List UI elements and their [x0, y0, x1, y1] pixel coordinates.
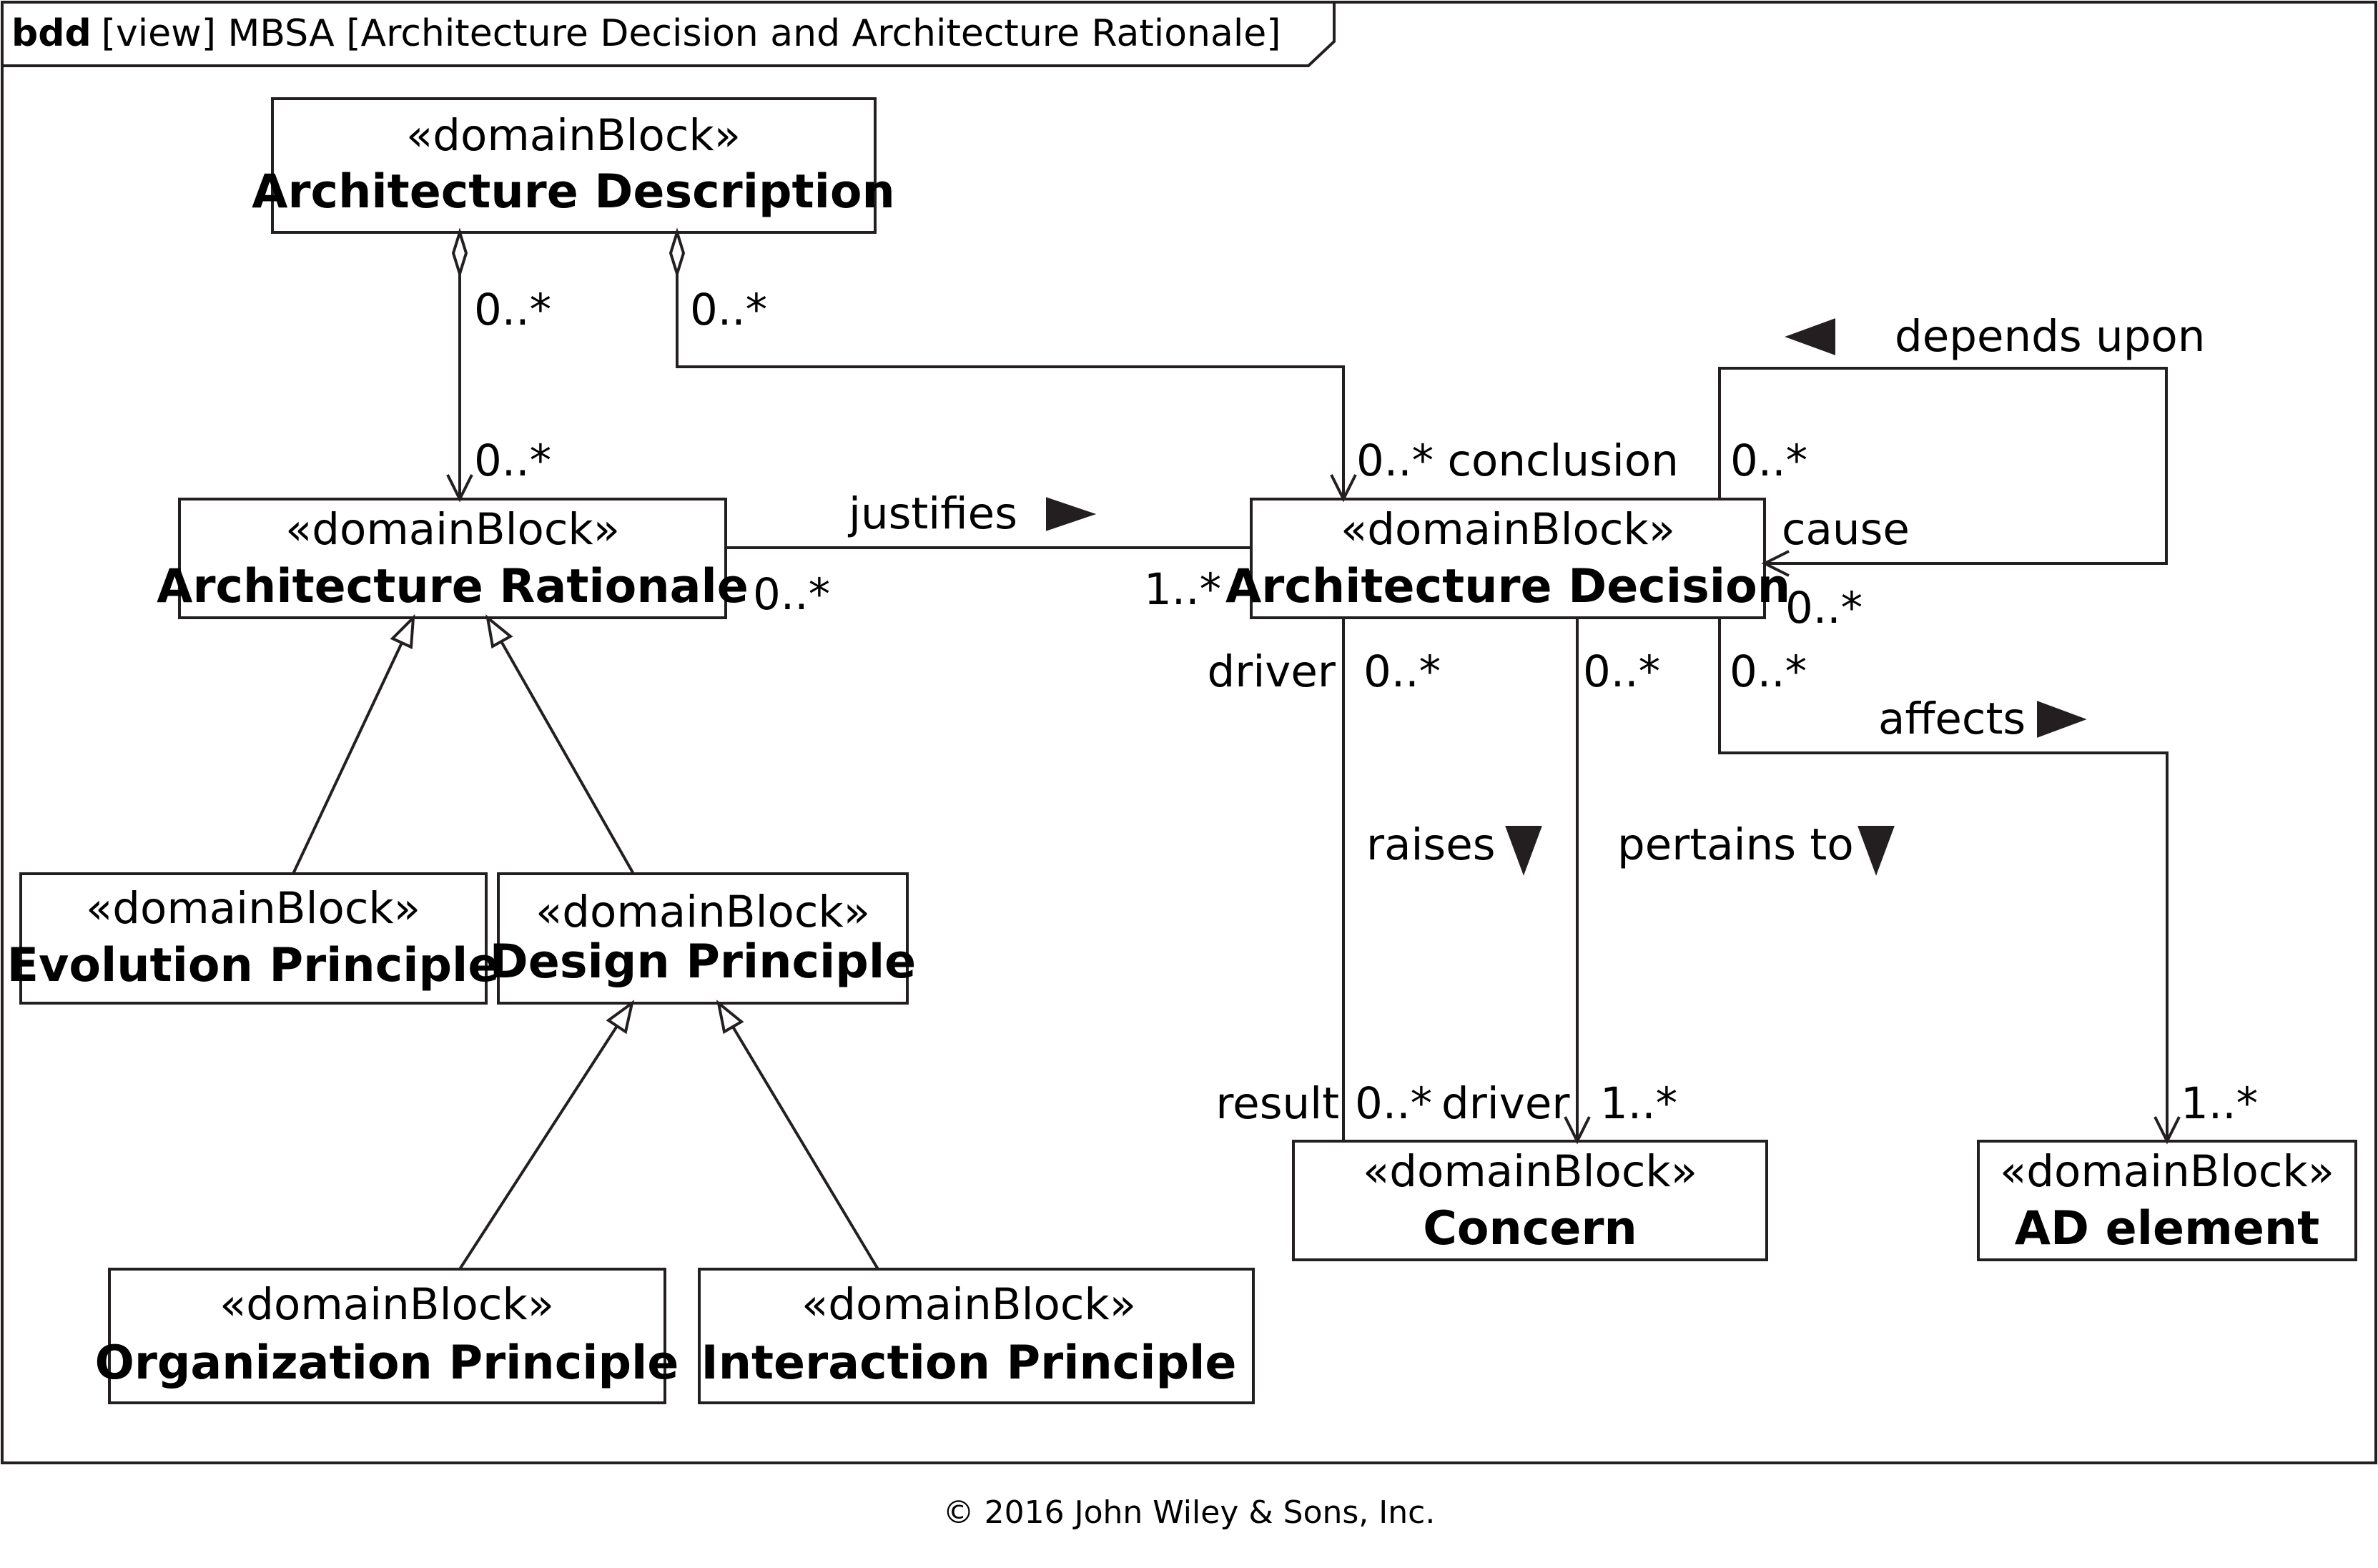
role-label: 0..* conclusion — [1356, 435, 1679, 486]
association-label: raises — [1366, 819, 1496, 870]
block-name: Concern — [1423, 1202, 1637, 1256]
multiplicity-label: 0..* — [474, 285, 551, 335]
multiplicity-label: 0..* — [1363, 646, 1441, 697]
connector-depends-upon[interactable] — [1718, 367, 2168, 577]
connector-description-decision[interactable] — [668, 227, 1357, 503]
multiplicity-label: 1..* — [1144, 564, 1221, 615]
multiplicity-label: 1..* — [2181, 1078, 2258, 1129]
multiplicity-label: 0..* — [474, 435, 551, 486]
block-name: Architecture Rationale — [157, 560, 749, 613]
block-interaction-principle[interactable]: «domainBlock» Interaction Principle — [698, 1268, 1255, 1404]
block-name: Organization Principle — [95, 1336, 679, 1390]
copyright-notice: © 2016 John Wiley & Sons, Inc. — [943, 1494, 1436, 1531]
connector-pertains-to[interactable] — [1564, 618, 1591, 1145]
block-name: Interaction Principle — [701, 1336, 1237, 1390]
block-stereotype: «domainBlock» — [1363, 1146, 1697, 1197]
direction-arrow-icon — [2037, 701, 2087, 738]
association-label: depends upon — [1895, 311, 2205, 362]
block-name: Architecture Decision — [1225, 560, 1790, 613]
multiplicity-label: 0..* — [690, 285, 767, 335]
block-stereotype: «domainBlock» — [406, 110, 741, 161]
multiplicity-label: 0..* — [753, 569, 830, 620]
multiplicity-label: 0..* — [1583, 646, 1660, 697]
block-design-principle[interactable]: «domainBlock» Design Principle — [490, 872, 916, 1005]
block-name: Evolution Principle — [7, 939, 500, 992]
svg-text:bdd[view] MBSA [Architecture D: bdd[view] MBSA [Architecture Decision an… — [11, 12, 1281, 55]
block-stereotype: «domainBlock» — [801, 1279, 1136, 1330]
block-name: AD element — [2015, 1202, 2320, 1256]
association-label: justifies — [847, 488, 1017, 539]
association-label: affects — [1878, 694, 2026, 744]
block-stereotype: «domainBlock» — [1341, 504, 1675, 555]
block-evolution-principle[interactable]: «domainBlock» Evolution Principle — [7, 872, 500, 1005]
block-stereotype: «domainBlock» — [219, 1279, 554, 1330]
block-name: Architecture Description — [252, 165, 895, 219]
generalization-evolution-rationale[interactable] — [292, 613, 415, 874]
multiplicity-label: 0..* — [1730, 435, 1807, 486]
block-architecture-rationale[interactable]: «domainBlock» Architecture Rationale — [157, 498, 749, 619]
connector-affects[interactable] — [1718, 618, 2181, 1145]
block-stereotype: «domainBlock» — [536, 887, 870, 937]
generalization-design-rationale[interactable] — [485, 614, 635, 874]
multiplicity-label: 1..* — [1600, 1078, 1677, 1129]
connector-description-rationale[interactable] — [446, 227, 473, 503]
direction-arrow-icon — [1046, 497, 1097, 531]
generalization-organization-design[interactable] — [458, 1000, 635, 1271]
direction-arrow-icon — [1785, 318, 1835, 355]
block-architecture-decision[interactable]: «domainBlock» Architecture Decision — [1225, 498, 1790, 619]
role-label: cause — [1782, 504, 1910, 555]
block-architecture-description[interactable]: «domainBlock» Architecture Description — [252, 97, 895, 234]
multiplicity-label: 0..* — [1730, 646, 1807, 697]
frame-title: [view] MBSA [Architecture Decision and A… — [102, 12, 1281, 55]
association-label: pertains to — [1617, 819, 1854, 870]
generalization-interaction-design[interactable] — [716, 999, 879, 1271]
direction-arrow-down-icon — [1505, 826, 1542, 876]
block-concern[interactable]: «domainBlock» Concern — [1292, 1140, 1768, 1261]
block-ad-element[interactable]: «domainBlock» AD element — [1977, 1140, 2357, 1261]
role-label: result — [1215, 1078, 1339, 1129]
block-stereotype: «domainBlock» — [86, 883, 420, 934]
block-stereotype: «domainBlock» — [285, 504, 620, 555]
multiplicity-label: 0..* — [1785, 583, 1863, 633]
role-label: driver — [1441, 1078, 1570, 1129]
direction-arrow-down-icon — [1857, 826, 1895, 876]
frame-kind: bdd — [11, 12, 92, 55]
role-label: driver — [1208, 646, 1336, 697]
multiplicity-label: 0..* — [1355, 1078, 1432, 1129]
block-organization-principle[interactable]: «domainBlock» Organization Principle — [95, 1268, 679, 1404]
diagram-frame: bdd[view] MBSA [Architecture Decision an… — [1, 1, 2377, 1464]
block-stereotype: «domainBlock» — [2000, 1146, 2334, 1197]
block-name: Design Principle — [490, 935, 916, 989]
